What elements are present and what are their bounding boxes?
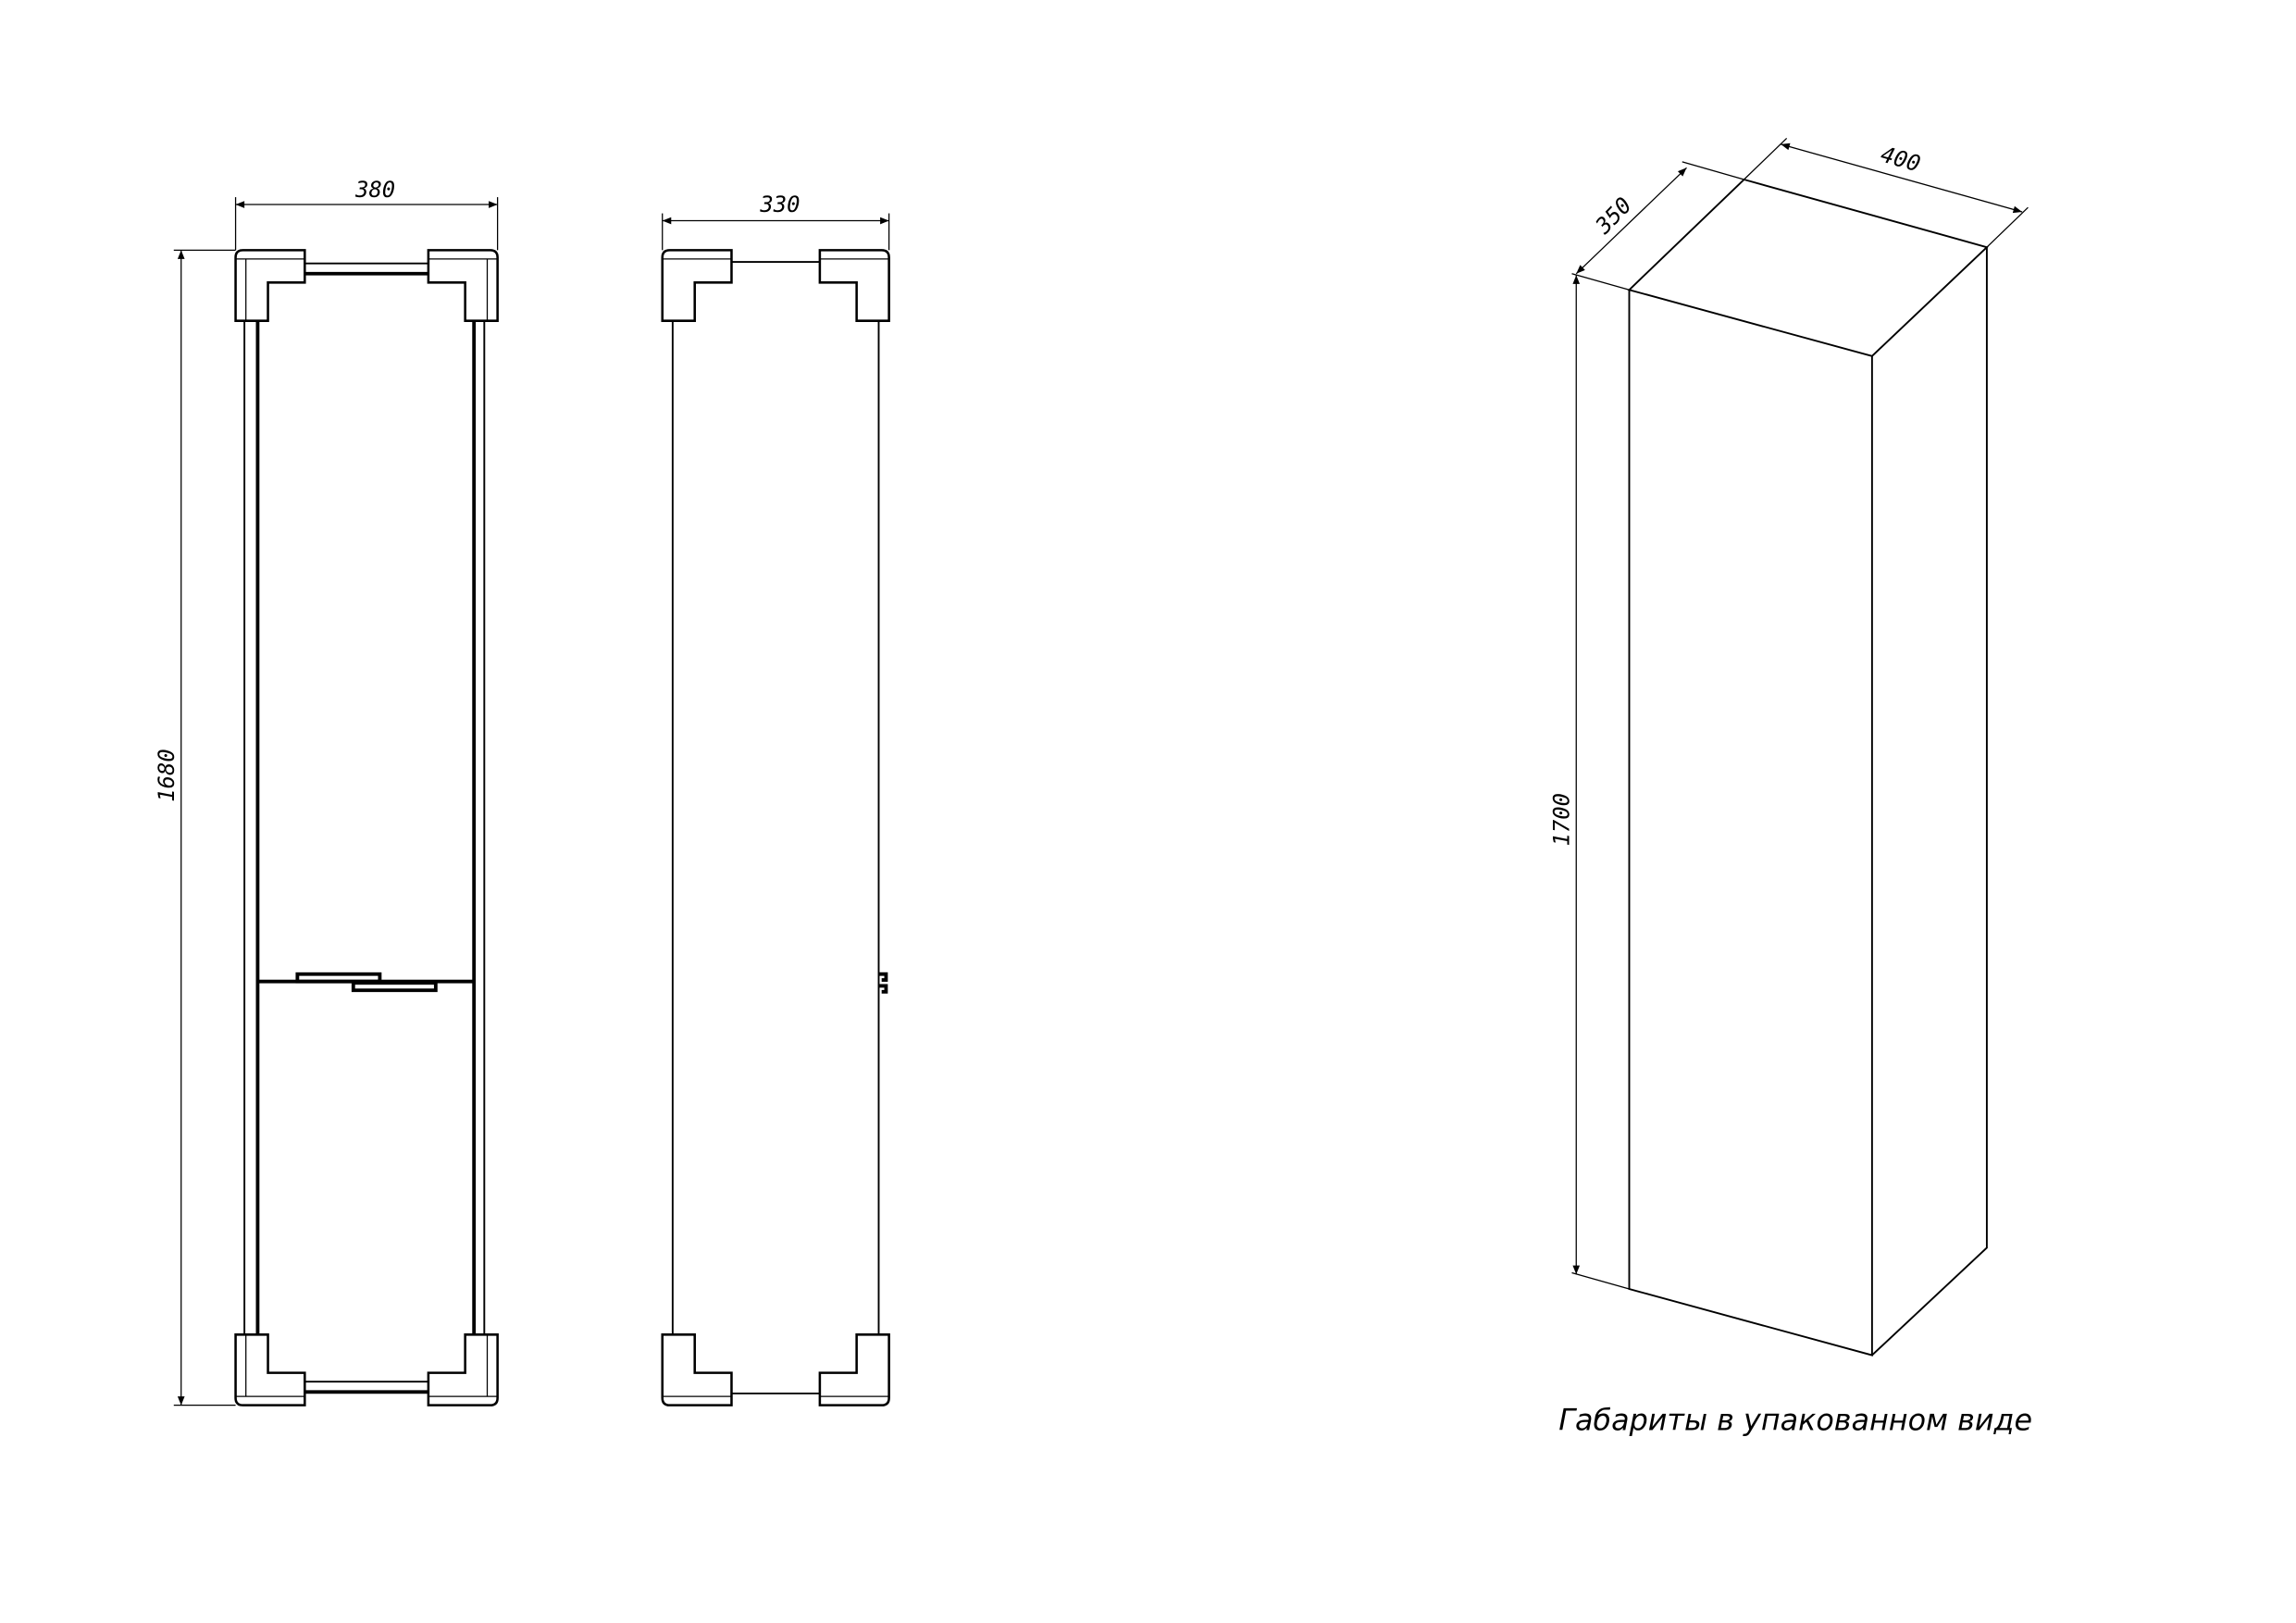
dimension-depth-label: 350 bbox=[1590, 192, 1637, 240]
box-front-face bbox=[1628, 290, 1873, 1357]
corner-protector bbox=[234, 1333, 306, 1406]
dimension-width-label: 400 bbox=[1878, 142, 1923, 178]
hinge-mark bbox=[878, 972, 888, 994]
corner-protector bbox=[427, 1333, 499, 1406]
corner-protector bbox=[818, 249, 890, 322]
dimension-height-label: 1680 bbox=[154, 749, 180, 801]
corner-protector bbox=[427, 249, 499, 322]
box-side-face bbox=[1871, 247, 1988, 1357]
dimension-line-width bbox=[1781, 142, 2023, 214]
box-top-face bbox=[1627, 178, 1989, 357]
dimension-depth-label: 330 bbox=[759, 192, 800, 217]
corner-protector bbox=[818, 1333, 890, 1406]
dimension-line-depth bbox=[1575, 167, 1687, 275]
corner-protector bbox=[661, 249, 733, 322]
dimension-height-label: 1700 bbox=[1548, 793, 1574, 846]
corner-protector bbox=[661, 1333, 733, 1406]
door-handle-bottom bbox=[351, 981, 438, 993]
dimension-width-label: 380 bbox=[354, 177, 395, 203]
packaged-isometric-view: 1700 350 400 Габариты в упакованном виде bbox=[1548, 138, 2032, 1438]
front-view: 380 1680 bbox=[154, 177, 499, 1406]
side-view: 330 bbox=[661, 192, 890, 1406]
door-handle-top bbox=[295, 972, 382, 984]
corner-protector bbox=[234, 249, 306, 322]
packaged-caption: Габариты в упакованном виде bbox=[1558, 1404, 2032, 1438]
